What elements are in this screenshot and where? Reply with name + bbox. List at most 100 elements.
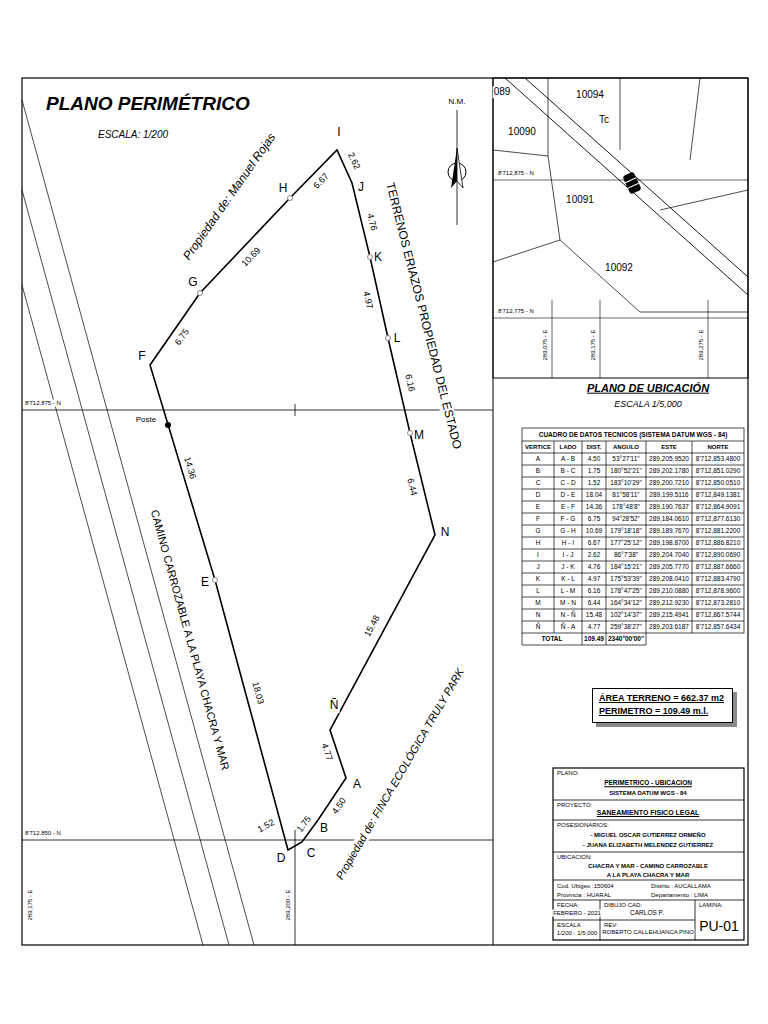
title-block-rule [553,820,744,821]
vertex-letter: J [357,181,365,195]
table-cell: 289,212.9230 [648,599,690,606]
post-label: Poste [135,415,157,424]
table-cell: K - L [560,575,576,582]
site-marker-stripe [628,183,639,188]
table-rule [522,597,744,598]
table-cell: 289,202.1780 [648,467,690,474]
table-cell: 8'712,877.6130 [695,515,742,522]
table-rule [522,549,744,550]
lot-number: 10094 [575,89,605,101]
north-label: N.M. [448,97,467,106]
table-cell: 178°48'8" [611,503,641,510]
table-cell: Ñ - A [560,623,576,630]
vertex-marker [408,431,413,436]
table-cell: M [534,599,541,606]
table-cell: 289,204.7040 [648,551,690,558]
table-cell: 289,203.6187 [648,623,690,630]
table-cell: 8'712,887.6660 [695,563,742,570]
grid-coordinate: 289,275 - E [698,328,705,361]
site-marker [622,171,641,194]
table-cell: 6.44 [587,599,602,606]
title-block-text: SANEAMIENTO FISICO LEGAL [596,809,701,817]
vertex-marker [213,578,218,583]
table-cell: C [535,479,542,486]
table-cell: 178°47'25" [609,587,642,594]
table-rule [522,501,744,502]
vertex-letter: K [373,251,383,265]
title-block-text: Distrito : AUCALLAMA [650,883,712,890]
table-rule [522,585,744,586]
table-cell: 8'712,890.0690 [695,551,742,558]
title-block-frame [553,768,744,940]
table-cell: 8'712,849.1381 [695,491,742,498]
title-block-caption: UBICACION: [556,854,593,861]
location-map-frame [493,78,748,378]
table-cell: 175°53'39" [609,575,642,582]
side-length: 18.03 [250,680,266,706]
table-cell: I [536,551,540,558]
table-cell: 4.77 [587,623,602,630]
title-block-caption: ESCALA [556,922,582,929]
title-block-text: Provincia : HUARAL [556,892,612,899]
area-text: PERIMETRO = 109.49 m.l. [599,705,708,718]
table-cell: K [535,575,541,582]
table-rule [522,513,744,514]
title-block-caption: REV: [603,922,619,929]
road-edge [22,190,229,945]
north-arrow-head [451,148,457,188]
table-cell: M - N [559,599,577,606]
table-rule [582,441,583,645]
title-block-caption: PLANO: [556,770,580,777]
vertex-letter: I [336,126,341,140]
vertex-letter: G [187,276,198,290]
vertex-marker [368,255,373,260]
site-marker-body [622,171,641,194]
table-cell: N [535,611,542,618]
vertex-letter: A [352,778,362,792]
title-block-rule [553,852,744,853]
table-cell: 259°38'27" [609,623,642,630]
grid-coordinate: 289,200 - E [285,888,292,921]
table-rule [522,453,744,454]
vertex-letter: Ñ [329,699,340,713]
table-cell: 8'712,886.8210 [695,539,742,546]
grid-coordinate: 8'712,775 - N [497,308,535,315]
grid-coordinate: 289,075 - E [542,328,549,361]
table-rule [692,441,693,633]
table-cell: 4.50 [587,455,602,462]
vertex-marker [198,291,203,296]
lot-line [560,240,748,312]
table-cell: 6.75 [587,515,602,522]
road-label: CAMINO CARROZABLE A LA PLAYA CHACRA Y MA… [148,507,232,772]
table-rule [522,561,744,562]
vertex-letter: N [440,526,451,540]
title-block-caption: POSESIONARIOS: [556,822,610,829]
table-cell: 183°10'29" [609,479,642,486]
table-rule [522,633,646,645]
side-length: 4.76 [365,211,380,232]
table-cell: D [535,491,542,498]
table-cell: 94°28'52" [611,515,641,522]
lot-number: 10090 [507,126,537,138]
title-block-text: SISTEMA DATUM WGS - 84 [608,790,687,797]
vertex-letter: F [137,350,146,364]
table-cell: B - C [560,467,577,474]
area-summary-box: ÁREA TERRENO = 662.37 m2PERIMETRO = 109.… [592,688,733,723]
title-block-text: CARLOS P. [629,909,665,916]
table-cell: B [535,467,541,474]
table-cell: 289,198.8700 [648,539,690,546]
title-block-text: ROBERTO CALLEHUANCA PINO [601,929,694,936]
title-block-text: CHACRA Y MAR - CAMINO CARROZABLE [587,863,709,870]
table-cell: N - Ñ [559,611,576,618]
table-cell: 10.69 [585,527,603,534]
side-length: 6.16 [403,372,417,393]
table-cell: G [534,527,541,534]
table-cell: 289,215.4941 [648,611,690,618]
title-block-rule [553,800,744,801]
table-header: VERTICE [524,444,552,451]
table-cell: L - M [560,587,577,594]
table-cell: 8'712,853.4800 [695,455,742,462]
side-length: 1.75 [294,813,314,835]
